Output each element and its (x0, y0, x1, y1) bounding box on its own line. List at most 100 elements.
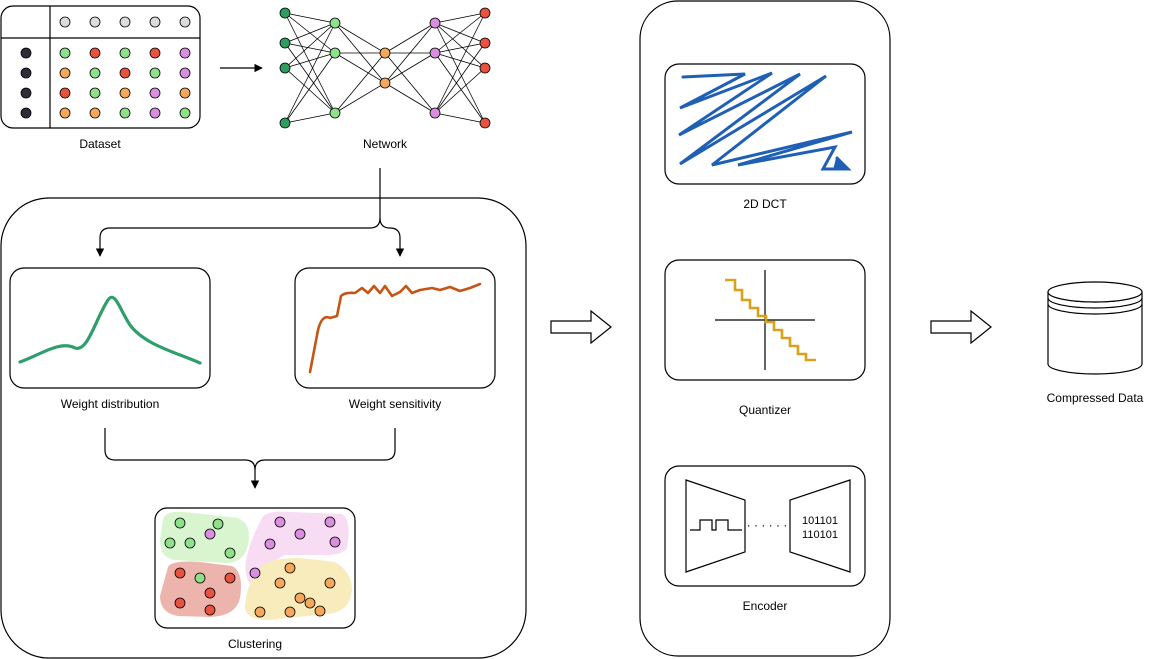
dataset-cell-dot (149, 47, 161, 59)
network-edge (384, 82, 436, 114)
analysis-group-box (0, 197, 527, 659)
compression-group-box (639, 0, 891, 657)
dct-panel (664, 63, 866, 185)
dataset-index-dot (20, 107, 32, 119)
to-output-arrow (930, 309, 992, 345)
database-icon (1047, 281, 1143, 375)
sensitivity-curve (308, 282, 482, 374)
cluster-point-green (224, 547, 236, 559)
dataset-cell-dot (89, 47, 101, 59)
network-edge (434, 42, 486, 54)
network-node (329, 47, 341, 59)
network-edge (284, 22, 336, 69)
dataset-cell-dot (149, 87, 161, 99)
network-node (279, 117, 291, 129)
cluster-point-green (174, 517, 186, 529)
decoder-trapezoid (789, 479, 851, 573)
dataset-cell-dot (119, 87, 131, 99)
cluster-point-purple (204, 528, 216, 540)
network-node (479, 117, 491, 129)
cluster-point-orange (284, 606, 296, 618)
network-edge (434, 12, 486, 54)
network-label: Network (363, 137, 408, 151)
dataset-cell-dot (179, 67, 191, 79)
network-edge (434, 22, 486, 124)
signal-waveform (690, 519, 742, 531)
dataset-cell-dot (149, 107, 161, 119)
network-edge (284, 12, 336, 24)
cluster-point-red (204, 587, 216, 599)
network-node (429, 17, 441, 29)
dataset-header-dot (149, 16, 161, 28)
clustering-panel (154, 507, 356, 629)
dataset-table (0, 5, 201, 129)
dataset-cell-dot (59, 107, 71, 119)
network-node (429, 107, 441, 119)
dataset-cell-dot (89, 107, 101, 119)
dataset-header-dot (119, 16, 131, 28)
dataset-index-dot (20, 87, 32, 99)
encoder-label: Encoder (743, 599, 788, 613)
to-compression-arrow (550, 309, 612, 345)
dataset-cell-dot (59, 67, 71, 79)
network-edge (334, 52, 386, 84)
dataset-cell-dot (149, 67, 161, 79)
network-node (479, 62, 491, 74)
dataset-index-dot (20, 47, 32, 59)
network-edge (434, 42, 486, 114)
network-edge (284, 67, 336, 114)
weight-distribution-panel (9, 267, 211, 389)
zigzag-arrowhead (833, 158, 850, 170)
cluster-point-orange (284, 562, 296, 574)
dataset-cell-dot (179, 87, 191, 99)
dataset-cell-dot (119, 67, 131, 79)
encoder-panel: · · · · · · 101101 110101 (664, 465, 866, 587)
merge-connector (104, 428, 396, 489)
network-node (279, 37, 291, 49)
dataset-cell-dot (119, 107, 131, 119)
network-edge (334, 22, 386, 54)
network-split-connector (95, 168, 405, 257)
network-edge (284, 52, 336, 69)
dataset-index-dot (20, 67, 32, 79)
cluster-point-red (174, 567, 186, 579)
cluster-point-orange (274, 577, 286, 589)
cluster-point-purple (264, 538, 276, 550)
cluster-point-purple (329, 536, 341, 548)
cluster-point-red (174, 597, 186, 609)
dataset-header-dot (59, 16, 71, 28)
dataset-header-dot (179, 16, 191, 28)
network-edge (284, 52, 336, 124)
dct-label: 2D DCT (743, 197, 787, 211)
network-edge (284, 22, 336, 44)
network-edge (434, 22, 486, 69)
dataset-cell-dot (59, 87, 71, 99)
network-edge (384, 22, 436, 54)
network-edge (334, 52, 386, 114)
network-edge (384, 52, 436, 114)
cluster-point-purple (249, 567, 261, 579)
network-node (329, 17, 341, 29)
network-edge (284, 22, 336, 124)
quantizer-label: Quantizer (739, 403, 791, 417)
bits-line-2: 110101 (802, 529, 838, 541)
network-edge (284, 42, 336, 54)
cluster-dots (164, 516, 341, 618)
network-edge (434, 52, 486, 124)
network-edge (434, 52, 486, 69)
dataset-cell-dot (89, 67, 101, 79)
weight-sensitivity-panel (294, 267, 496, 389)
weight-sensitivity-label: Weight sensitivity (349, 397, 441, 411)
cluster-point-green (184, 537, 196, 549)
cluster-point-orange (304, 597, 316, 609)
weight-distribution-label: Weight distribution (61, 397, 160, 411)
cluster-point-green (194, 572, 206, 584)
dataset-cell-dot (119, 47, 131, 59)
network-edge (434, 12, 486, 24)
network-node (479, 37, 491, 49)
encoder-ellipsis: · · · · · · (747, 518, 788, 532)
quantizer-staircase (725, 278, 816, 362)
network-node (279, 62, 291, 74)
dataset-cell-dot (89, 87, 101, 99)
